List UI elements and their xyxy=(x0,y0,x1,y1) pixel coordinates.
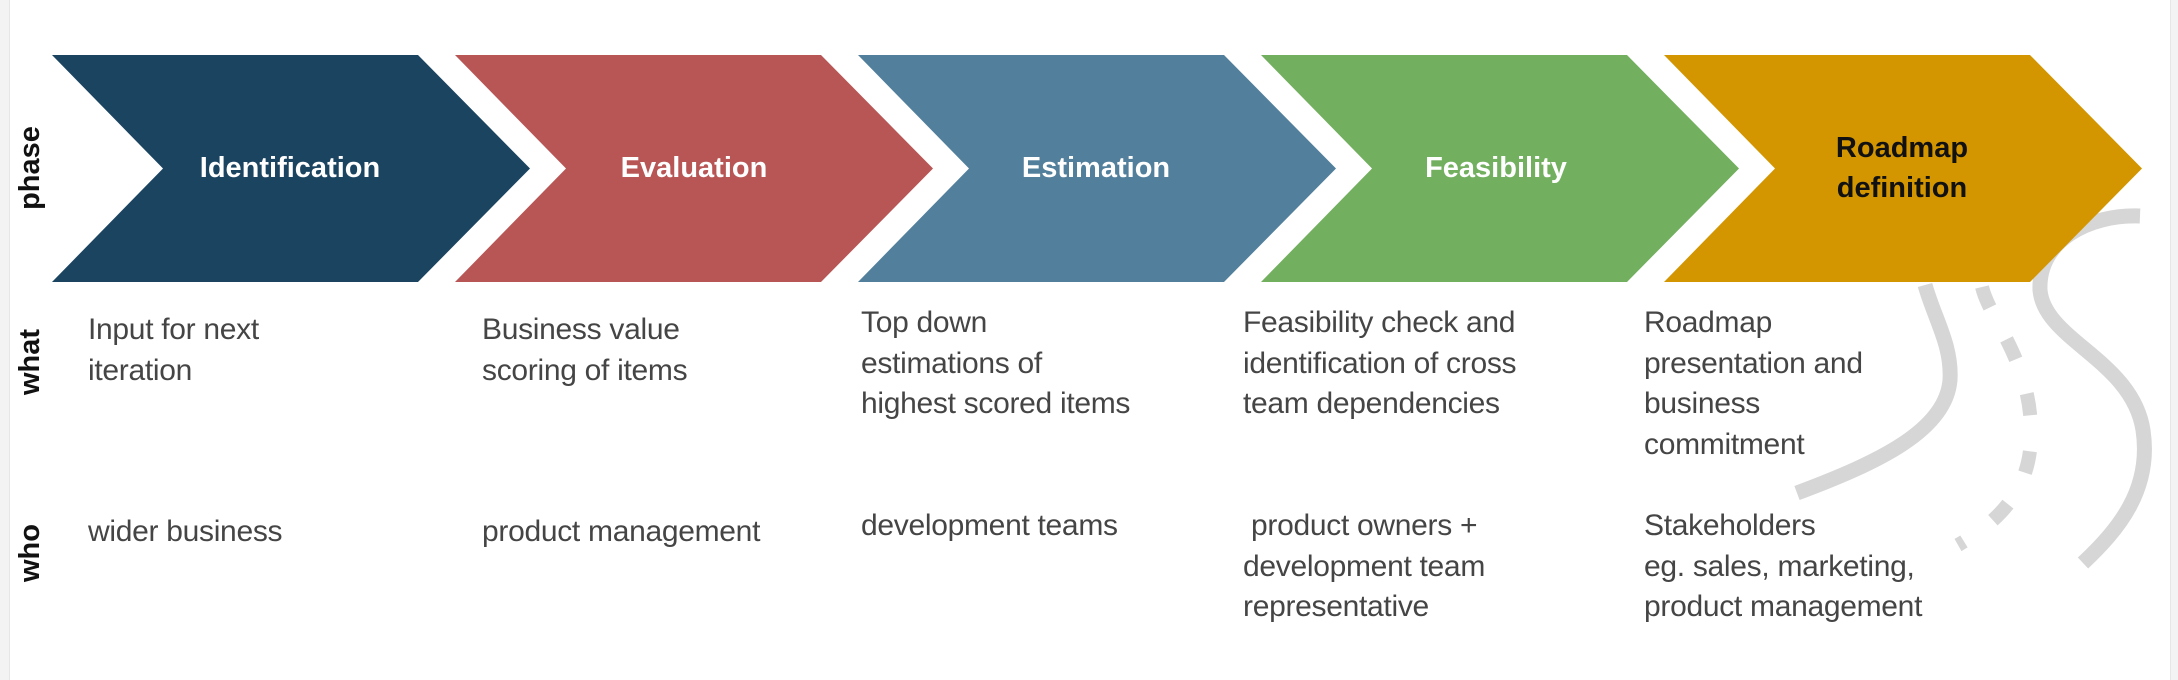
what-identification: Input for next iteration xyxy=(88,313,259,387)
who-evaluation: product management xyxy=(482,515,761,548)
what-estimation: Top down estimations of highest scored i… xyxy=(861,306,1131,420)
phase-title-estimation: Estimation xyxy=(1021,152,1171,184)
what-roadmap-definition: Roadmap presentation and business commit… xyxy=(1644,306,1863,461)
who-identification: wider business xyxy=(88,515,283,548)
phase-title-identification: Identification xyxy=(199,152,381,184)
chevron-roadmap-definition xyxy=(1664,55,2142,282)
row-label-phase: phase xyxy=(14,126,46,210)
row-label-what: what xyxy=(14,328,46,396)
what-evaluation: Business value scoring of items xyxy=(482,313,688,387)
row-label-who: who xyxy=(14,524,46,582)
road-left-edge xyxy=(1794,282,1958,501)
chevron-feasibility xyxy=(1261,55,1739,282)
who-estimation: development teams xyxy=(861,509,1118,542)
who-feasibility: product owners + development team repres… xyxy=(1243,509,1486,623)
page-right-border xyxy=(2170,0,2178,680)
road-right-edge xyxy=(2032,208,2152,569)
phase-title-evaluation: Evaluation xyxy=(620,152,768,184)
phase-title-feasibility: Feasibility xyxy=(1425,152,1567,184)
road-center-dashes xyxy=(1954,285,2039,552)
chevron-evaluation xyxy=(455,55,933,282)
page-left-border xyxy=(0,0,10,680)
what-feasibility: Feasibility check and identification of … xyxy=(1243,306,1517,420)
chevron-estimation xyxy=(858,55,1336,282)
who-roadmap-definition: Stakeholders eg. sales, marketing, produ… xyxy=(1644,509,1923,623)
phase-title-roadmap-definition: Roadmap definition xyxy=(1835,132,1969,204)
chevron-identification xyxy=(52,55,530,282)
